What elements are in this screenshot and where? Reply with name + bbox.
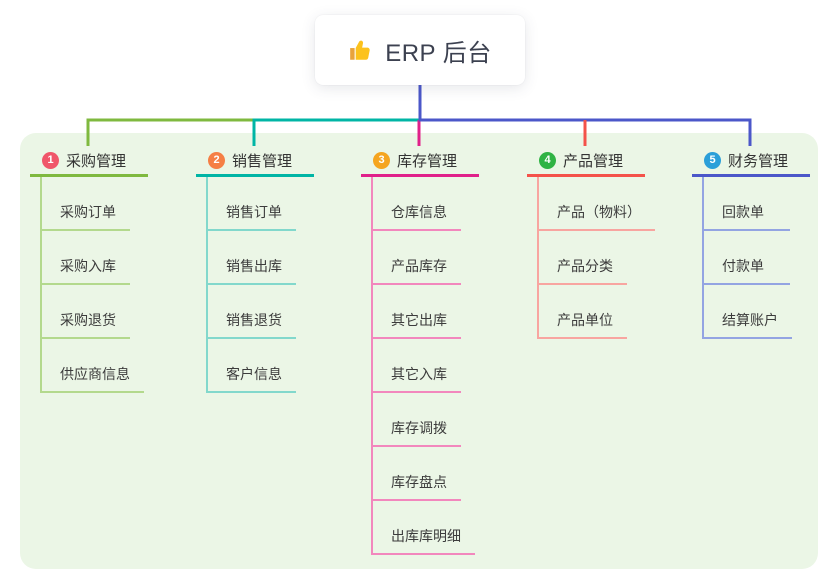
- child-node[interactable]: 采购订单: [42, 177, 130, 231]
- child-node[interactable]: 销售退货: [208, 285, 296, 339]
- branches-panel: [20, 133, 818, 569]
- branch-header-2[interactable]: 2 销售管理: [196, 146, 314, 177]
- child-node[interactable]: 出库库明细: [373, 501, 475, 555]
- branch-header-4[interactable]: 4 产品管理: [527, 146, 645, 177]
- branch-title: 采购管理: [66, 152, 127, 170]
- branch-3: 3 库存管理仓库信息产品库存其它出库其它入库库存调拨库存盘点出库库明细: [361, 146, 479, 555]
- child-node[interactable]: 库存调拨: [373, 393, 461, 447]
- child-node[interactable]: 产品（物料）: [539, 177, 655, 231]
- branch-badge-2: 2: [208, 151, 225, 169]
- child-node[interactable]: 客户信息: [208, 339, 296, 393]
- branch-1: 1 采购管理采购订单采购入库采购退货供应商信息: [30, 146, 148, 393]
- child-node[interactable]: 供应商信息: [42, 339, 144, 393]
- branch-badge-3: 3: [373, 151, 390, 169]
- child-node[interactable]: 产品单位: [539, 285, 627, 339]
- branch-children: 仓库信息产品库存其它出库其它入库库存调拨库存盘点出库库明细: [371, 177, 479, 555]
- root-label: ERP 后台: [385, 39, 492, 67]
- branch-badge-5: 5: [704, 151, 721, 169]
- root-node[interactable]: ERP 后台: [315, 15, 525, 85]
- child-node[interactable]: 库存盘点: [373, 447, 461, 501]
- branch-children: 销售订单销售出库销售退货客户信息: [206, 177, 314, 393]
- branch-children: 回款单付款单结算账户: [702, 177, 810, 339]
- branch-header-5[interactable]: 5 财务管理: [692, 146, 810, 177]
- child-node[interactable]: 付款单: [704, 231, 790, 285]
- child-node[interactable]: 其它入库: [373, 339, 461, 393]
- child-node[interactable]: 采购退货: [42, 285, 130, 339]
- child-node[interactable]: 产品分类: [539, 231, 627, 285]
- child-node[interactable]: 其它出库: [373, 285, 461, 339]
- branch-badge-4: 4: [539, 151, 556, 169]
- branch-children: 产品（物料）产品分类产品单位: [537, 177, 655, 339]
- branch-title: 销售管理: [232, 152, 293, 170]
- thumbs-up-icon: [350, 40, 370, 60]
- branch-5: 5 财务管理回款单付款单结算账户: [692, 146, 810, 339]
- branch-children: 采购订单采购入库采购退货供应商信息: [40, 177, 148, 393]
- child-node[interactable]: 产品库存: [373, 231, 461, 285]
- branch-title: 财务管理: [728, 152, 789, 170]
- child-node[interactable]: 销售出库: [208, 231, 296, 285]
- branch-title: 库存管理: [397, 152, 458, 170]
- branch-4: 4 产品管理产品（物料）产品分类产品单位: [527, 146, 655, 339]
- child-node[interactable]: 销售订单: [208, 177, 296, 231]
- branch-2: 2 销售管理销售订单销售出库销售退货客户信息: [196, 146, 314, 393]
- branch-title: 产品管理: [563, 152, 624, 170]
- child-node[interactable]: 回款单: [704, 177, 790, 231]
- branch-badge-1: 1: [42, 151, 59, 169]
- branch-header-1[interactable]: 1 采购管理: [30, 146, 148, 177]
- branch-header-3[interactable]: 3 库存管理: [361, 146, 479, 177]
- child-node[interactable]: 采购入库: [42, 231, 130, 285]
- child-node[interactable]: 仓库信息: [373, 177, 461, 231]
- child-node[interactable]: 结算账户: [704, 285, 792, 339]
